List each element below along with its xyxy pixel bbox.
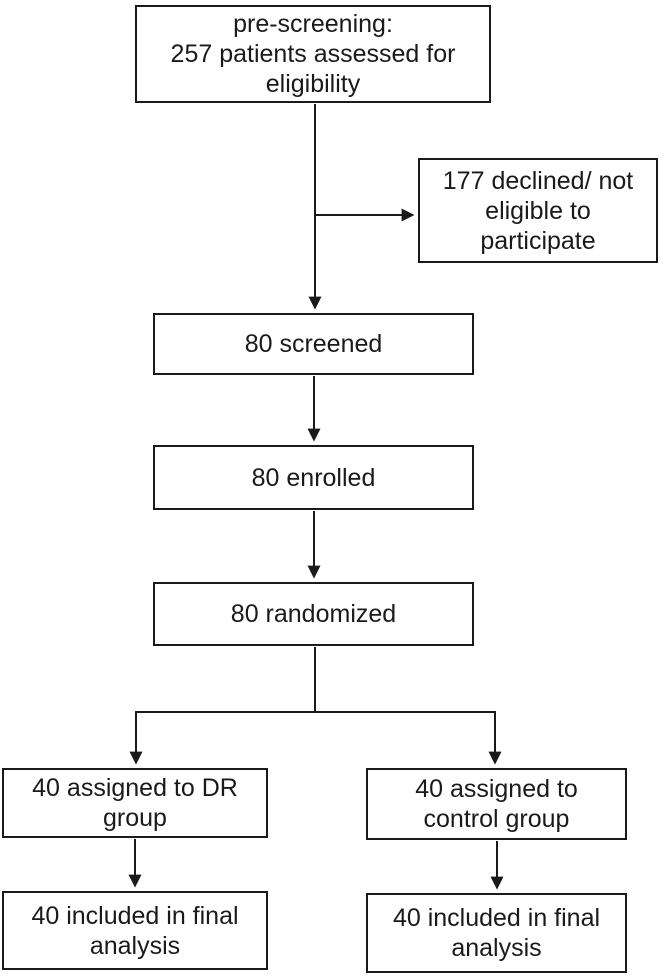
node-dr-final-analysis: 40 included in final analysis [2, 891, 268, 970]
node-dr-group: 40 assigned to DR group [2, 768, 268, 838]
connector-randomized-split [136, 647, 495, 713]
node-prescreening: pre-screening: 257 patients assessed for… [135, 5, 491, 103]
node-control-group: 40 assigned to control group [366, 768, 627, 840]
node-screened: 80 screened [153, 313, 474, 375]
node-declined: 177 declined/ not eligible to participat… [418, 158, 658, 263]
node-enrolled: 80 enrolled [153, 445, 474, 510]
node-control-final-analysis: 40 included in final analysis [366, 893, 627, 973]
node-randomized: 80 randomized [153, 582, 474, 646]
